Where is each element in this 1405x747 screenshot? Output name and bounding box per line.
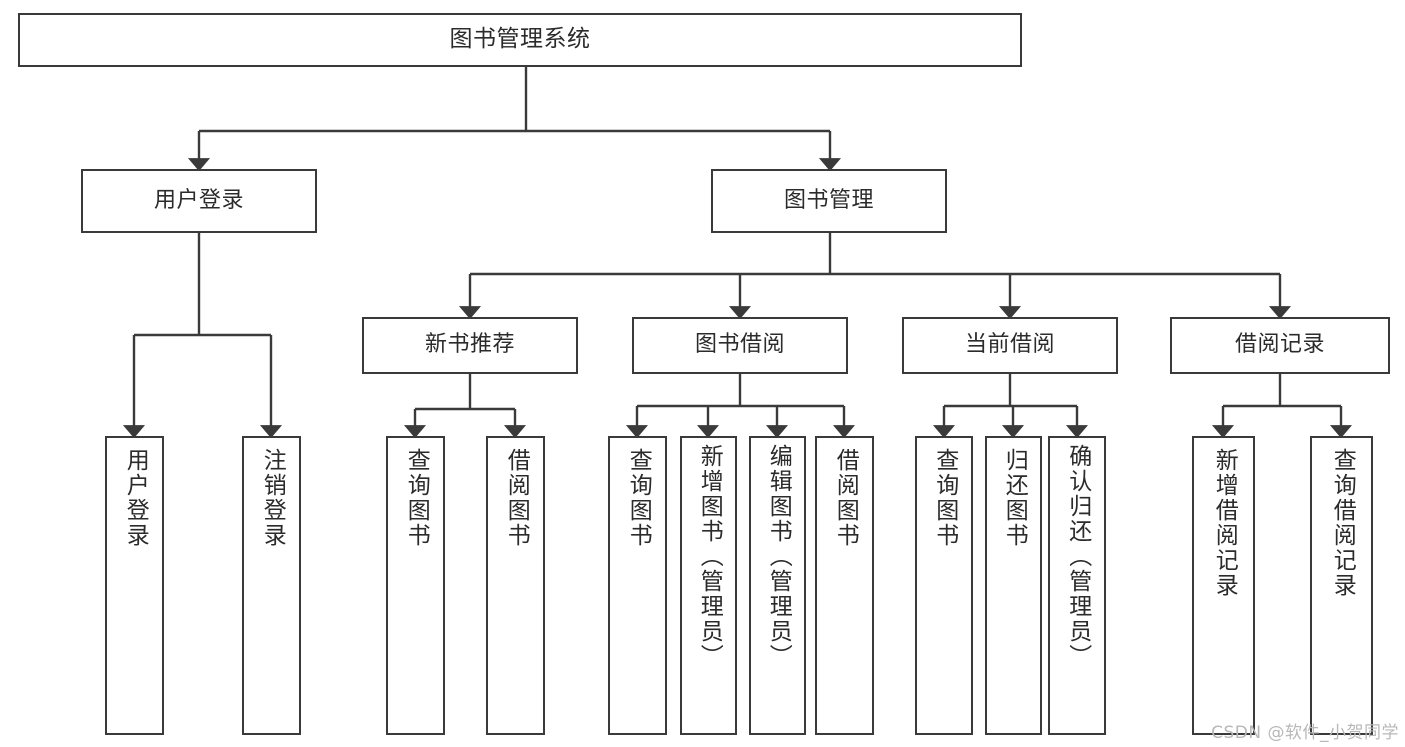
node-leaf-user-login[interactable]: 用户登录: [105, 436, 164, 735]
node-user-login-label: 用户登录: [153, 187, 244, 213]
node-leaf-query-record[interactable]: 查询借阅记录: [1310, 436, 1373, 735]
node-borrow-record[interactable]: 借阅记录: [1170, 317, 1390, 374]
csdn-watermark: CSDN @软件_小贺同学: [1211, 723, 1399, 743]
node-book-borrow[interactable]: 图书借阅: [632, 317, 848, 374]
node-leaf-borrow-book-1[interactable]: 借阅图书: [486, 436, 545, 735]
node-leaf-borrow-book-1-label: 借阅图书: [503, 448, 530, 548]
node-leaf-edit-book[interactable]: 编辑图书（管理员）: [749, 436, 806, 735]
node-leaf-query-book-1-label: 查询图书: [403, 448, 430, 548]
node-leaf-return-book[interactable]: 归还图书: [985, 436, 1042, 735]
node-leaf-query-book-2[interactable]: 查询图书: [608, 436, 667, 735]
node-root[interactable]: 图书管理系统: [18, 13, 1022, 67]
node-leaf-add-book-label: 新增图书（管理员）: [696, 444, 723, 669]
node-current-borrow[interactable]: 当前借阅: [902, 317, 1118, 374]
node-current-borrow-label: 当前借阅: [964, 332, 1055, 358]
node-new-book-recommend[interactable]: 新书推荐: [362, 317, 578, 374]
node-leaf-add-record-label: 新增借阅记录: [1211, 448, 1238, 598]
node-leaf-query-book-1[interactable]: 查询图书: [386, 436, 445, 735]
node-leaf-user-logout-label: 注销登录: [259, 448, 286, 548]
node-leaf-confirm-return-label: 确认归还（管理员）: [1064, 444, 1091, 669]
node-leaf-confirm-return[interactable]: 确认归还（管理员）: [1048, 436, 1106, 735]
node-leaf-query-book-2-label: 查询图书: [625, 448, 652, 548]
node-leaf-borrow-book-2[interactable]: 借阅图书: [815, 436, 874, 735]
node-user-login[interactable]: 用户登录: [81, 169, 317, 233]
node-leaf-add-book[interactable]: 新增图书（管理员）: [680, 436, 737, 735]
node-leaf-borrow-book-2-label: 借阅图书: [832, 448, 859, 548]
node-leaf-add-record[interactable]: 新增借阅记录: [1192, 436, 1255, 735]
node-borrow-record-label: 借阅记录: [1234, 332, 1325, 358]
node-leaf-query-book-3[interactable]: 查询图书: [915, 436, 973, 735]
node-leaf-user-login-label: 用户登录: [122, 448, 149, 548]
node-new-book-recommend-label: 新书推荐: [424, 332, 515, 358]
node-book-manage[interactable]: 图书管理: [711, 169, 947, 233]
node-root-label: 图书管理系统: [449, 26, 591, 53]
node-leaf-query-record-label: 查询借阅记录: [1329, 448, 1356, 598]
node-leaf-user-logout[interactable]: 注销登录: [242, 436, 301, 735]
node-book-manage-label: 图书管理: [783, 187, 874, 213]
node-leaf-edit-book-label: 编辑图书（管理员）: [765, 444, 792, 669]
node-leaf-return-book-label: 归还图书: [1001, 448, 1028, 548]
node-leaf-query-book-3-label: 查询图书: [931, 448, 958, 548]
node-book-borrow-label: 图书借阅: [694, 332, 785, 358]
